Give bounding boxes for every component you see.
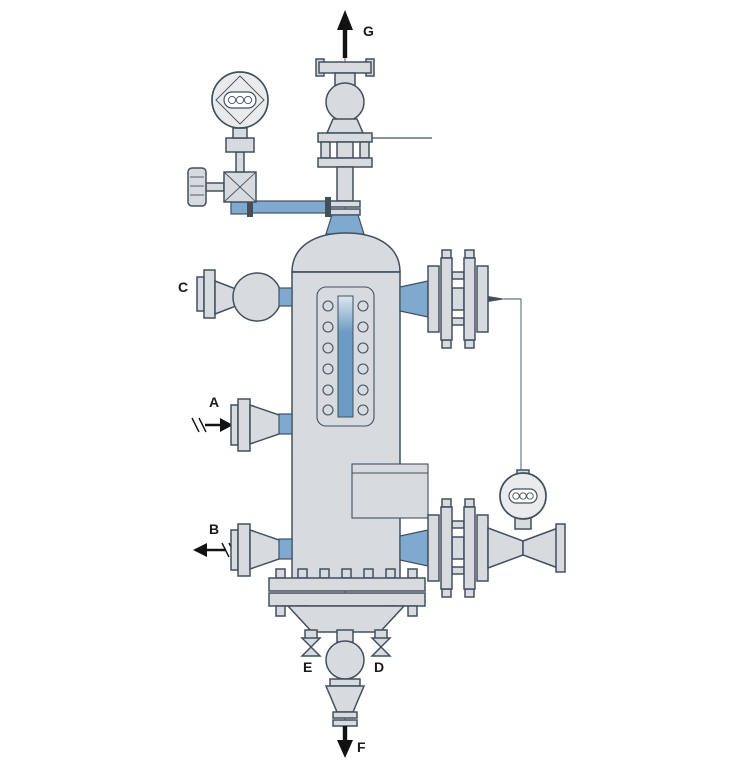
inlet-a-neck xyxy=(278,413,293,435)
bottom-ball-valve xyxy=(325,640,365,680)
sight-glass-bolts xyxy=(322,300,369,416)
outlet-b-assembly: B xyxy=(193,521,293,577)
nozzle-c-pot xyxy=(232,272,282,322)
arrow-down-icon xyxy=(337,740,353,758)
valve-cone-right xyxy=(522,526,559,570)
arrow-up-icon xyxy=(337,10,353,30)
bottom-outlet-neck xyxy=(336,629,354,643)
label-g: G xyxy=(363,23,374,39)
inlet-a-assembly: A xyxy=(191,394,293,452)
arrow-g-shaft xyxy=(342,28,348,58)
control-valve-assembly xyxy=(487,469,566,573)
vent-top-flange xyxy=(315,58,375,86)
inlet-a-cone xyxy=(249,403,283,446)
vent-spool-with-lever xyxy=(317,132,432,168)
gauge-diamond xyxy=(215,75,265,125)
flow-arrow-b xyxy=(193,542,237,558)
gauge-impulse-pipe xyxy=(230,197,331,217)
drain-e-valve-top xyxy=(300,637,322,649)
label-f: F xyxy=(357,739,366,755)
pressure-gauge xyxy=(211,71,269,129)
drain-e-valve-bottom xyxy=(300,645,322,657)
flow-arrow-a xyxy=(191,417,233,433)
drain-valve-d: D xyxy=(370,629,392,675)
right-upper-nozzle xyxy=(399,280,429,318)
sight-glass-window xyxy=(337,295,354,418)
drain-d-valve-top xyxy=(370,637,392,649)
vent-ball-valve xyxy=(325,82,365,134)
label-c: C xyxy=(178,279,188,295)
flow-arrow-f: F xyxy=(337,726,366,758)
arrow-f-shaft xyxy=(342,726,348,742)
bottom-flange xyxy=(268,568,426,617)
arrow-right-icon xyxy=(220,418,233,432)
label-d: D xyxy=(374,659,384,675)
vessel-top-head xyxy=(291,232,401,273)
label-b: B xyxy=(209,521,219,537)
valve-end-flange xyxy=(555,523,566,573)
manifold-block xyxy=(225,137,255,153)
valve-cone-left xyxy=(487,526,524,570)
arrow-left-icon xyxy=(193,543,207,557)
outlet-b-flange xyxy=(237,523,251,577)
nozzle-c-flange-outer xyxy=(196,276,205,312)
impulse-line xyxy=(488,296,522,474)
nozzle-c-assembly: C xyxy=(178,269,293,322)
flow-arrow-g: G xyxy=(337,10,374,58)
top-vent-assembly: G xyxy=(315,10,432,235)
pressure-gauge-assembly xyxy=(187,71,331,217)
flow-transmitter xyxy=(499,469,547,520)
sight-glass xyxy=(316,286,375,427)
junction-box xyxy=(351,463,429,519)
label-e: E xyxy=(303,659,312,675)
label-a: A xyxy=(209,394,219,410)
vent-nozzle xyxy=(325,214,365,235)
drain-d-valve-bottom xyxy=(370,645,392,657)
bottom-outlet-assembly: F xyxy=(324,629,366,758)
outlet-b-neck xyxy=(278,538,293,560)
vessel-bottom-head xyxy=(286,605,406,633)
right-lower-flange-assembly xyxy=(399,498,489,598)
inlet-a-flange xyxy=(237,398,251,452)
right-lower-nozzle xyxy=(399,529,429,567)
gauge-isolation-valve xyxy=(187,127,257,207)
right-upper-flange-assembly xyxy=(399,249,489,349)
vessel xyxy=(291,232,429,581)
nozzle-c-flange xyxy=(203,269,216,319)
valve-stem xyxy=(205,182,225,192)
outlet-b-cone xyxy=(249,528,283,571)
drain-valve-e: E xyxy=(300,629,322,675)
bottom-outlet-cone xyxy=(324,685,366,713)
nozzle-c-neck xyxy=(278,287,293,307)
handwheel-icon xyxy=(187,167,207,207)
